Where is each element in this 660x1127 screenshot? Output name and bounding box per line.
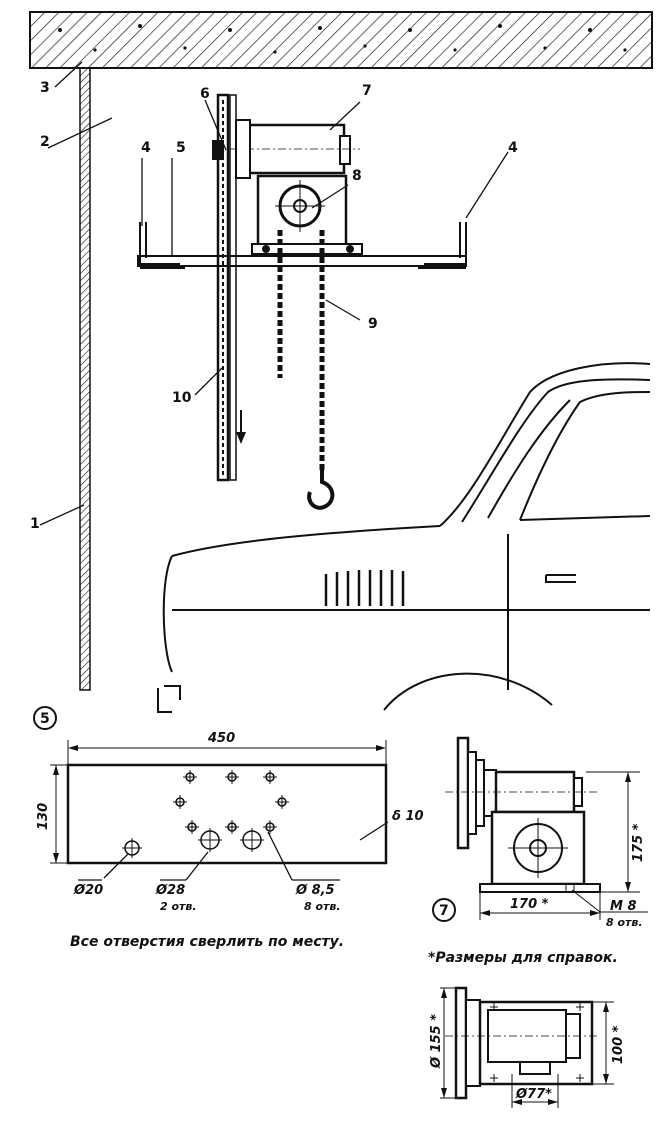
callout-6: 6 <box>200 86 210 102</box>
reference-note: *Размеры для справок. <box>428 950 618 966</box>
plate-thickness: δ 10 <box>392 809 424 824</box>
drilling-note: Все отверстия сверлить по месту. <box>70 934 344 950</box>
hole-diameter-28: Ø28 <box>155 883 185 898</box>
hoist-thread-count: 8 отв. <box>606 916 643 929</box>
plate-hole-leaders <box>78 821 389 881</box>
car-outline <box>157 362 651 713</box>
hoist-depth-100: 100 * <box>611 1025 626 1064</box>
hoist-thread: M 8 <box>610 899 637 914</box>
drive-chain <box>212 93 246 482</box>
hoist-diameter-77: Ø77* <box>515 1087 552 1102</box>
hoist-diameter-155: Ø 155 * <box>429 1014 444 1069</box>
callout-8: 8 <box>352 168 362 184</box>
hoist-detail: 175 * 170 * M 8 8 отв. 7 *Размеры для сп… <box>428 736 648 1108</box>
hoist-top-view <box>445 986 600 1100</box>
callout-2: 2 <box>40 134 50 150</box>
callout-10: 10 <box>172 390 192 406</box>
hole-diameter-28-count: 2 отв. <box>160 900 197 913</box>
mounting-plate <box>137 222 467 269</box>
hoist-side-view <box>445 736 601 893</box>
hoist-height: 175 * <box>631 823 646 862</box>
ceiling-slab <box>29 11 653 69</box>
plate-holes <box>122 770 289 858</box>
lifting-chain <box>277 230 335 510</box>
hoist-detail-number: 7 <box>439 903 449 919</box>
plate-height: 130 <box>36 803 51 830</box>
callout-9: 9 <box>368 316 378 332</box>
main-view: 3 2 6 7 4 5 4 8 9 10 1 <box>29 11 653 713</box>
callout-4-right: 4 <box>508 140 518 156</box>
plate-detail-number: 5 <box>40 711 50 727</box>
callout-1: 1 <box>30 516 40 532</box>
callout-3: 3 <box>40 80 50 96</box>
hoist-motor <box>230 119 363 255</box>
hole-diameter-8-5: Ø 8,5 <box>295 883 335 898</box>
callout-5: 5 <box>176 140 186 156</box>
hole-diameter-20: Ø20 <box>73 883 103 898</box>
hoist-width: 170 * <box>510 897 549 912</box>
hook-icon <box>307 470 335 510</box>
hole-diameter-8-5-count: 8 отв. <box>304 900 341 913</box>
leader-lines <box>39 61 509 526</box>
plate-detail: 5 450 130 <box>33 706 424 950</box>
garage-wall <box>79 67 91 691</box>
callout-7: 7 <box>362 83 372 99</box>
plate-width: 450 <box>207 731 235 746</box>
callout-4-left: 4 <box>141 140 151 156</box>
